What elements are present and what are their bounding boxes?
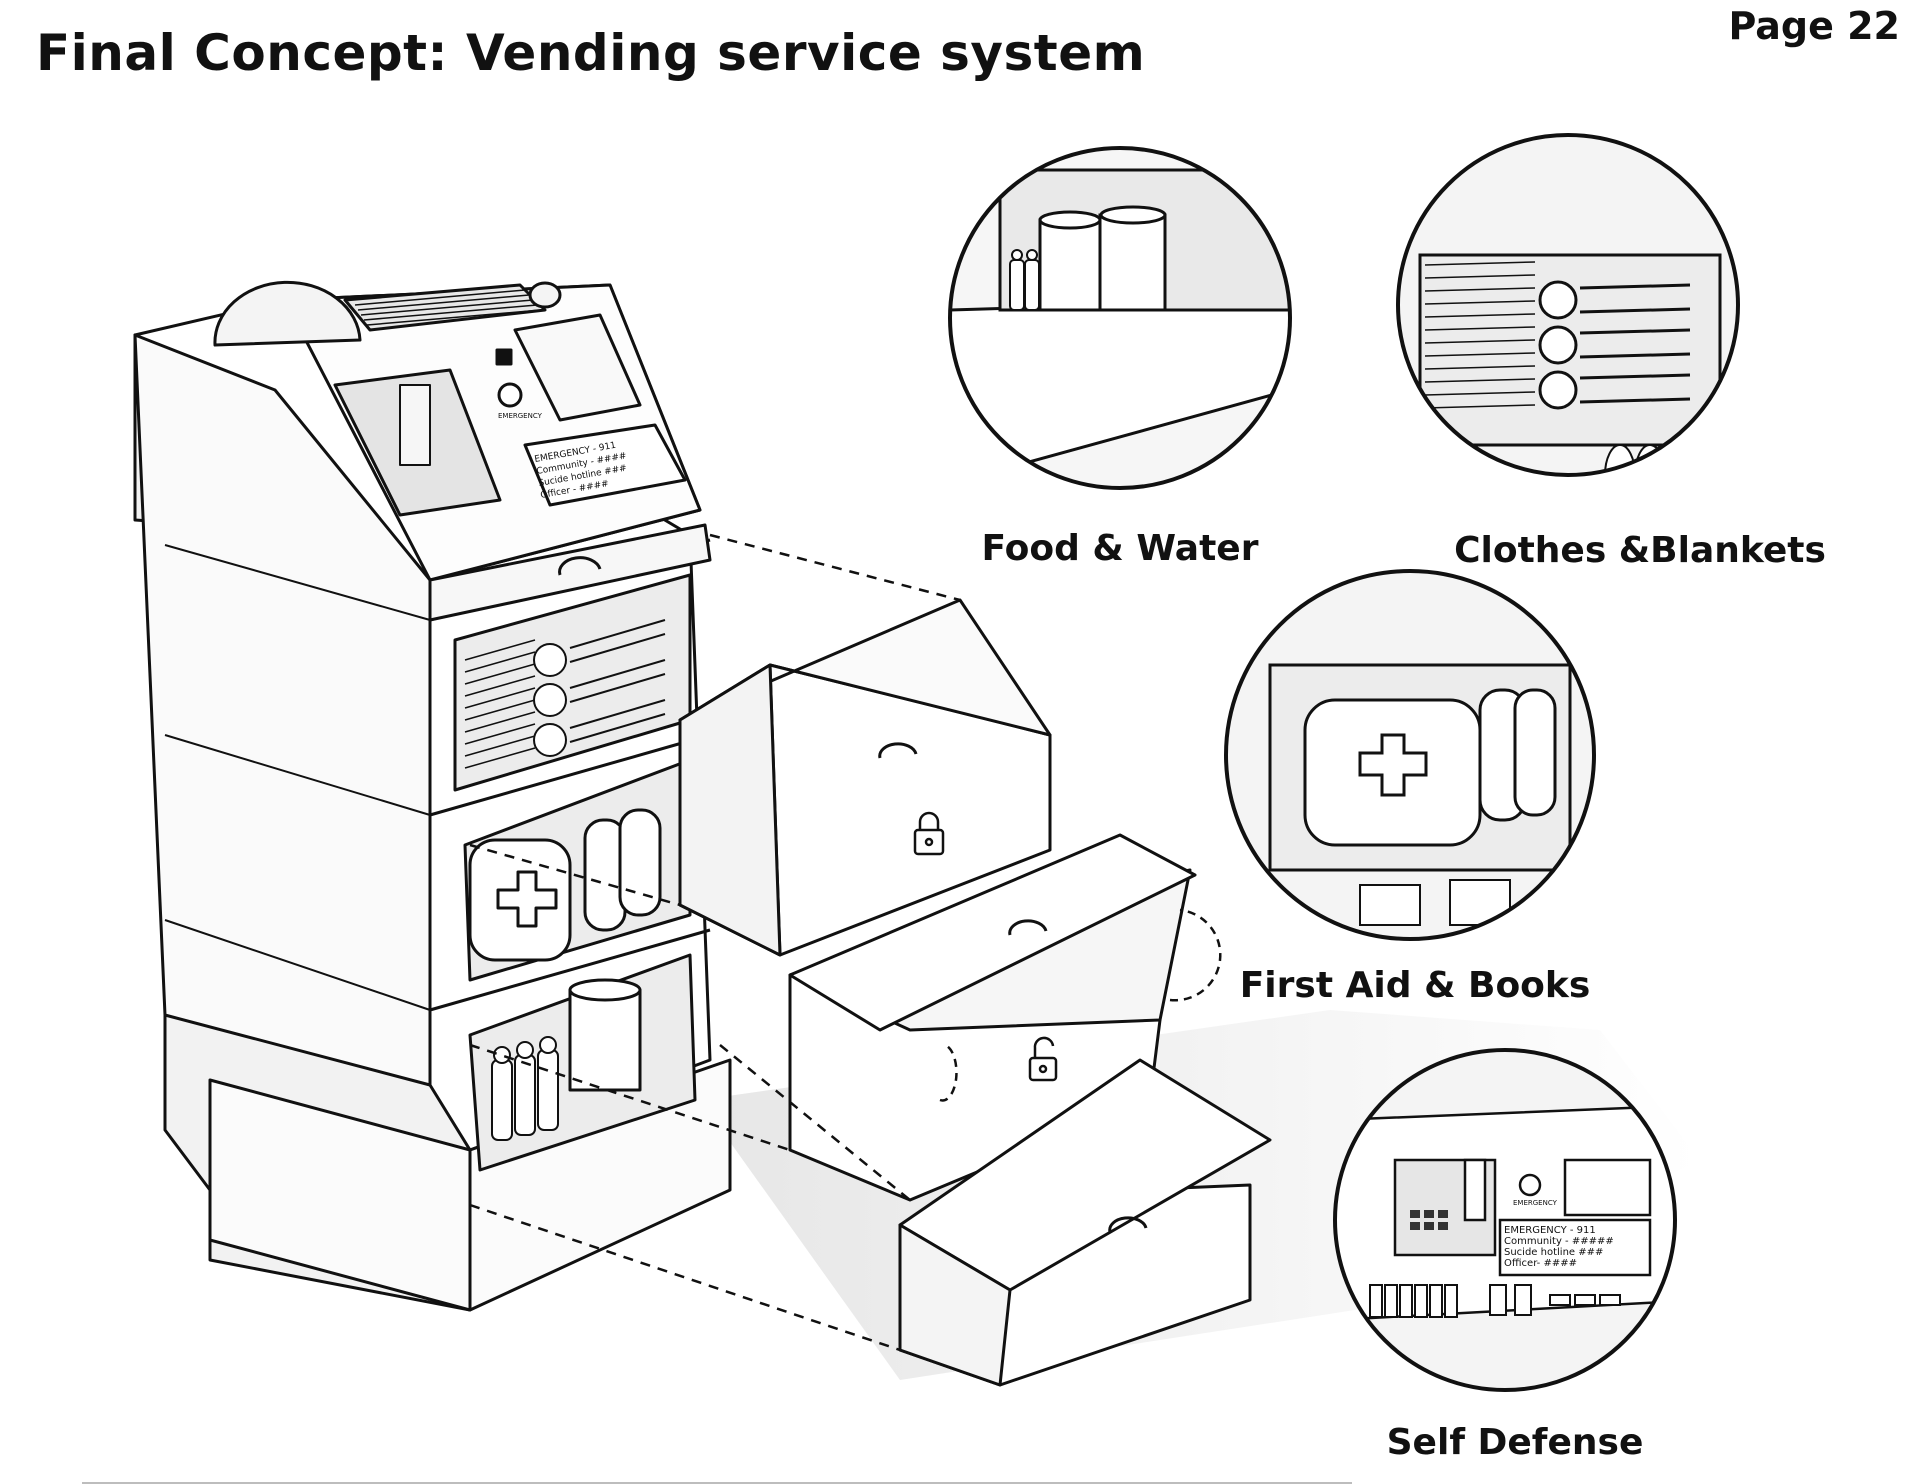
detail-clothes-blankets — [1396, 133, 1740, 477]
detail-food-water — [948, 146, 1292, 490]
detail-self-defense — [1333, 1048, 1677, 1392]
page-number: Page 22 — [1728, 4, 1900, 48]
ground-line — [82, 1482, 1352, 1484]
zoom-button-caption: EMERGENCY — [1513, 1199, 1558, 1207]
zoom-info-line-4: Officer- #### — [1504, 1258, 1577, 1269]
lock-closed-icon — [913, 811, 945, 856]
zoom-info-line-1: EMERGENCY - 911 — [1504, 1225, 1596, 1236]
module-bottom — [898, 1058, 1272, 1387]
vending-machine — [133, 280, 732, 1312]
module-top — [678, 598, 1052, 957]
explode-connectors — [469, 533, 961, 1352]
label-self-defense: Self Defense — [1386, 1422, 1644, 1463]
label-first-aid-books: First Aid & Books — [1239, 965, 1591, 1006]
label-clothes-blankets: Clothes &Blankets — [1454, 530, 1826, 571]
page-title: Final Concept: Vending service system — [36, 24, 1146, 82]
detail-first-aid-books — [1224, 569, 1596, 941]
zoom-info-line-2: Community - ##### — [1504, 1236, 1614, 1247]
lock-open-icon — [1028, 1036, 1058, 1082]
machine-button-caption: EMERGENCY — [498, 412, 543, 420]
label-food-water: Food & Water — [981, 528, 1259, 569]
zoom-info-line-3: Sucide hotline ### — [1504, 1247, 1603, 1258]
